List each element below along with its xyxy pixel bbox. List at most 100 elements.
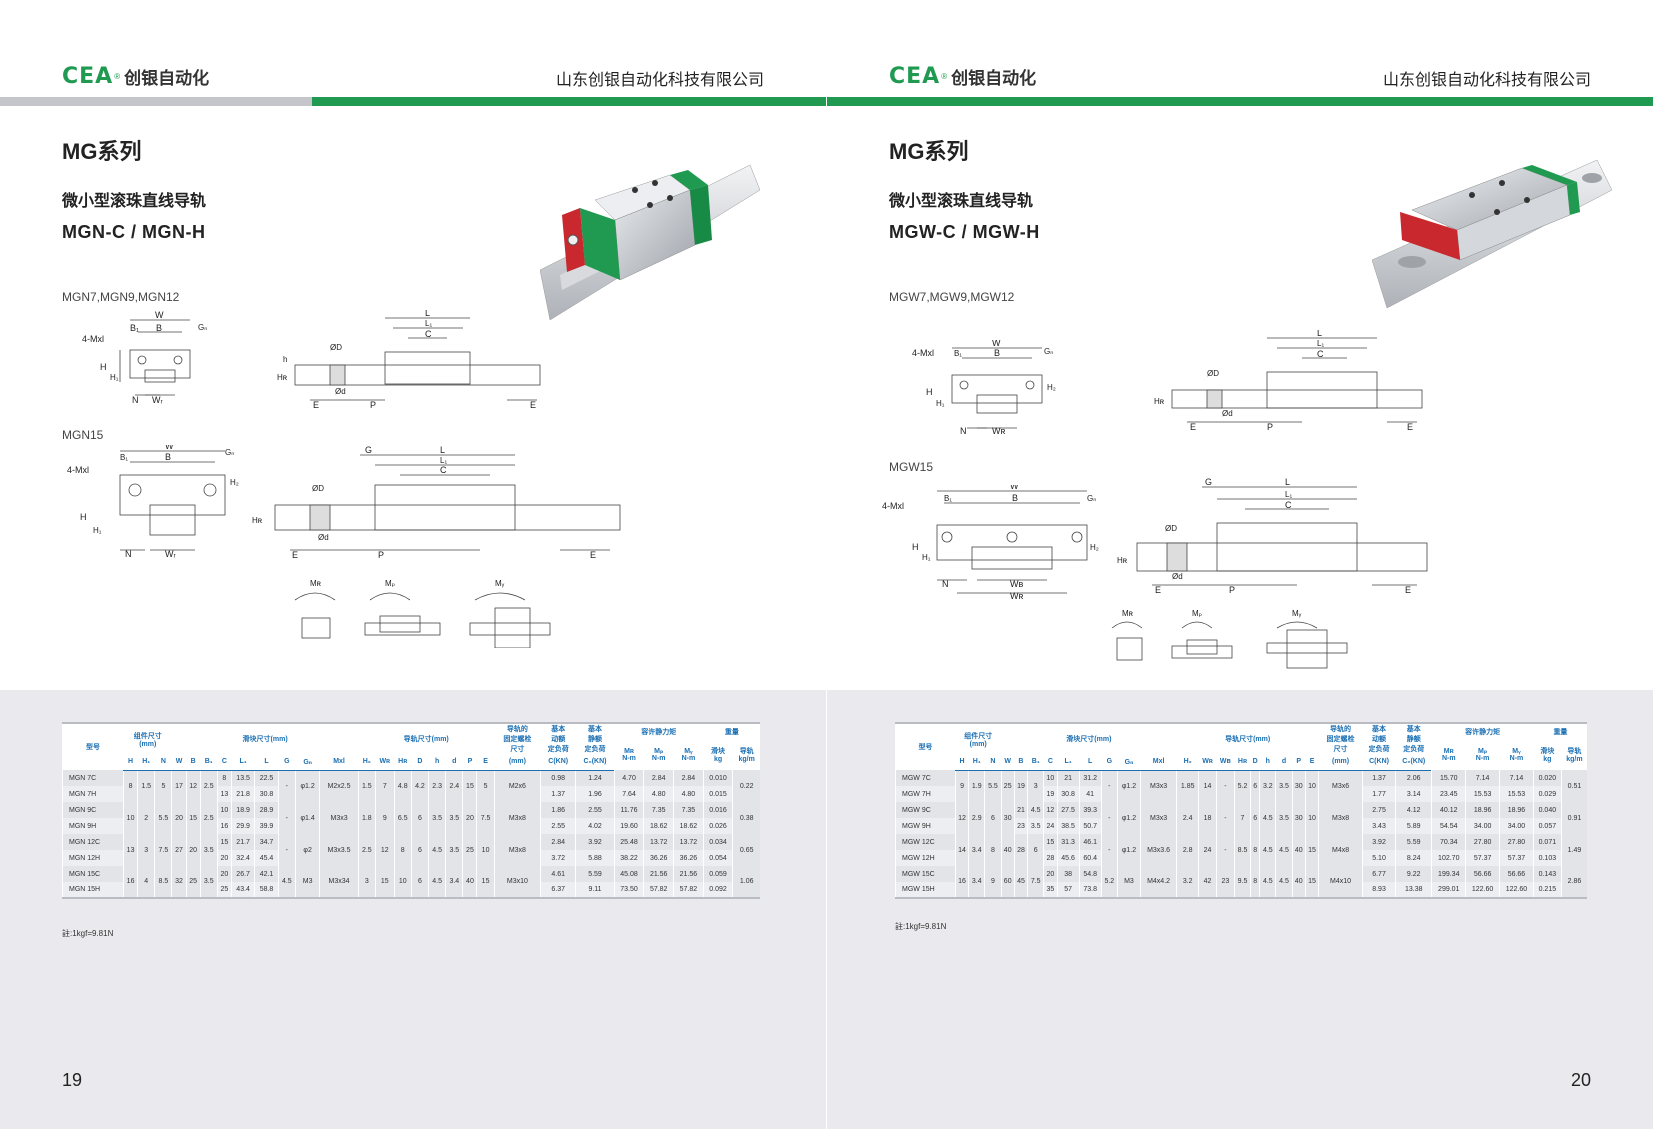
svg-text:L₁: L₁: [1317, 339, 1324, 348]
cross-section-diagram-15: W B B₁ Gₙ 4-Mxl H H₁ H₂ N Wᵣ: [67, 445, 239, 559]
table-cell: 5.2: [1233, 770, 1251, 802]
svg-text:B: B: [994, 348, 1000, 358]
table-cell: 7.5: [476, 802, 495, 834]
table-cell: 3.5: [445, 834, 463, 866]
table-cell: 5.59: [1395, 834, 1432, 850]
table-cell: M4x4.2: [1139, 866, 1177, 898]
col-header-dim: W: [171, 754, 187, 771]
svg-text:Wᵣ: Wᵣ: [165, 549, 176, 559]
moment-diagrams: Mʀ Mₚ Mᵧ: [1111, 609, 1348, 669]
col-header-weight: 重量: [702, 723, 760, 739]
svg-text:Ød: Ød: [318, 533, 329, 542]
table-cell: 45: [1013, 866, 1028, 898]
table-cell: 15: [374, 866, 395, 898]
svg-text:Hʀ: Hʀ: [1154, 397, 1165, 406]
table-cell: φ1.2: [294, 770, 320, 802]
svg-text:Hʀ: Hʀ: [1117, 556, 1128, 565]
table-cell: 9: [954, 770, 969, 802]
table-cell: 60.4: [1078, 850, 1102, 866]
table-cell: 0.029: [1532, 786, 1562, 802]
table-cell: 38: [1056, 866, 1080, 882]
col-header-dim: Hʀ: [393, 754, 412, 771]
table-cell: 1.37: [540, 786, 576, 802]
col-header-dim: B₁: [199, 754, 218, 771]
svg-text:H₁: H₁: [110, 373, 119, 382]
table-cell: 199.34: [1431, 866, 1466, 882]
table-cell: 10: [1304, 770, 1319, 802]
col-header-dynamic-load: 基本动额定负荷: [540, 723, 576, 754]
table-cell: 7.14: [1465, 770, 1500, 786]
table-cell: 46.1: [1078, 834, 1102, 850]
table-cell: 1.5: [357, 770, 376, 802]
table-cell: 43.4: [230, 882, 255, 898]
table-cell: 32.4: [230, 850, 255, 866]
table-cell: 21.7: [230, 834, 255, 850]
table-cell: 45.6: [1056, 850, 1080, 866]
table-cell: 19.60: [613, 818, 644, 834]
svg-text:B₁: B₁: [120, 453, 128, 462]
svg-text:L₁: L₁: [1285, 490, 1292, 499]
table-cell: 1.96: [575, 786, 615, 802]
svg-text:E: E: [590, 550, 596, 560]
table-cell: 18.62: [643, 818, 674, 834]
table-cell: 6: [410, 866, 429, 898]
svg-text:Wʙ: Wʙ: [1010, 579, 1023, 589]
table-cell: 2.5: [199, 770, 218, 802]
table-cell: 57.82: [643, 882, 674, 898]
table-cell: 30: [1291, 770, 1306, 802]
table-cell: 2.84: [643, 770, 674, 786]
svg-text:h: h: [283, 355, 287, 364]
unit-note: 註:1kgf=9.81N: [62, 929, 114, 938]
table-cell: 40: [1000, 834, 1015, 866]
table-cell: 3.4: [968, 866, 985, 898]
table-cell: 3.5: [1275, 770, 1293, 802]
table-cell: 10: [1304, 802, 1319, 834]
table-cell: 45.4: [254, 850, 279, 866]
table-cell: 4.8: [393, 770, 412, 802]
col-header-dim: C(KN): [1361, 754, 1396, 771]
table-cell: MGN 12H: [61, 850, 124, 866]
header-bar-gray: [0, 97, 312, 106]
table-cell: MGN 12C: [61, 834, 124, 850]
table-cell: 1.06: [732, 866, 760, 898]
table-cell: 31.3: [1056, 834, 1080, 850]
svg-text:B: B: [156, 323, 162, 333]
table-cell: φ1.4: [294, 802, 320, 834]
table-cell: -: [1215, 834, 1235, 866]
table-cell: -: [1100, 802, 1118, 834]
table-cell: MGN 15H: [61, 882, 124, 898]
svg-text:E: E: [1407, 422, 1413, 430]
table-cell: 27: [171, 834, 187, 866]
col-header-dim: Mxl: [319, 754, 359, 771]
table-cell: 2.5: [199, 802, 218, 834]
table-cell: 25: [462, 834, 477, 866]
table-cell: 15: [1304, 866, 1319, 898]
svg-text:G: G: [365, 445, 372, 455]
col-header-dim: Gₙ: [294, 754, 320, 771]
table-cell: 57.37: [1499, 850, 1534, 866]
svg-text:Ød: Ød: [1222, 409, 1233, 418]
table-cell: M3x8: [493, 834, 541, 866]
svg-text:B: B: [165, 452, 171, 462]
table-cell: 1.77: [1361, 786, 1396, 802]
table-cell: 2.84: [673, 770, 704, 786]
table-cell: 40.12: [1431, 802, 1466, 818]
table-cell: 3.43: [1361, 818, 1396, 834]
table-cell: 20: [185, 834, 201, 866]
table-cell: 18.96: [1465, 802, 1500, 818]
svg-text:N: N: [125, 549, 132, 559]
table-cell: 5.59: [575, 866, 615, 882]
table-cell: 6.77: [1361, 866, 1396, 882]
table-cell: 1.24: [575, 770, 615, 786]
svg-text:Gₙ: Gₙ: [1044, 347, 1053, 356]
table-cell: 0.91: [1560, 802, 1587, 834]
table-cell: 73.8: [1078, 882, 1102, 898]
table-cell: 20: [462, 802, 477, 834]
table-cell: 4.5: [1259, 802, 1276, 834]
svg-text:W: W: [1010, 485, 1019, 491]
svg-text:C: C: [1317, 349, 1324, 359]
